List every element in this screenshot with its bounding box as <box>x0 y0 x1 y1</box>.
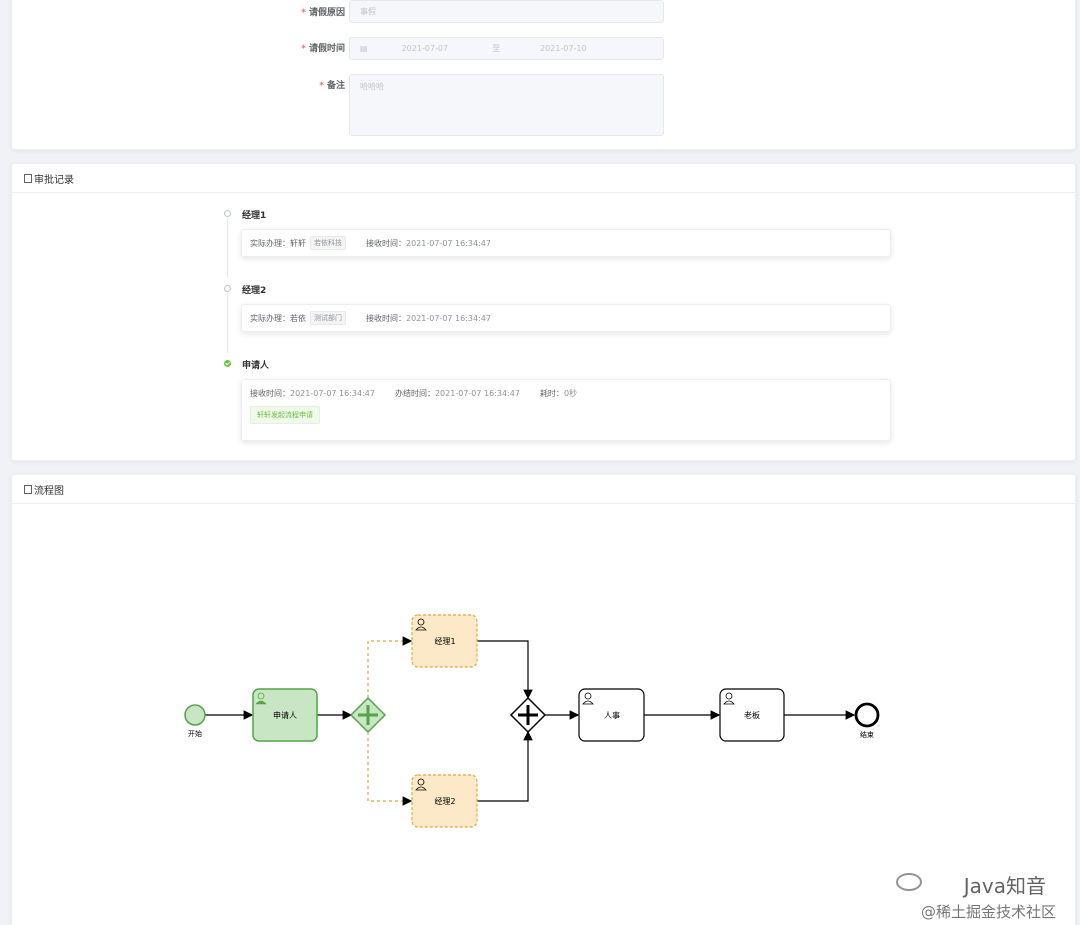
handler-name: 若依 <box>290 313 306 323</box>
recv-time: 2021-07-07 16:34:47 <box>406 313 491 323</box>
image-icon <box>24 484 32 494</box>
handler-label: 实际办理： <box>250 313 290 323</box>
user-icon <box>723 692 735 705</box>
date-end: 2021-07-10 <box>540 44 587 53</box>
document-icon <box>24 173 32 183</box>
done-label: 办结时间： <box>394 388 435 398</box>
end-event[interactable] <box>854 702 880 728</box>
start-event[interactable] <box>184 704 206 726</box>
timeline-title: 经理1 <box>242 211 267 221</box>
cost-label: 耗时： <box>539 388 564 398</box>
calendar-icon: ▤ <box>360 44 368 53</box>
timeline-title: 申请人 <box>242 361 270 371</box>
timeline-card: 实际办理： 若依 测试部门 接收时间： 2021-07-07 16:34:47 <box>241 304 891 332</box>
recv-time: 2021-07-07 16:34:47 <box>406 238 491 248</box>
dept-tag: 若依科技 <box>310 236 346 250</box>
timeline-title: 经理2 <box>242 286 267 296</box>
flow-manager2-join <box>477 730 533 802</box>
reason-label: *请假原因 <box>301 8 345 18</box>
timeline-card: 接收时间： 2021-07-07 16:34:47 办结时间： 2021-07-… <box>241 379 891 441</box>
timeline-line <box>227 293 228 353</box>
watermark-title: Java知音 <box>963 874 1046 898</box>
flow-gateway-manager1 <box>367 636 413 698</box>
recv-label: 接收时间： <box>366 313 406 323</box>
remark-textarea[interactable]: 哈哈哈 <box>349 74 664 136</box>
manager2-task[interactable] <box>411 774 478 828</box>
timeline-card: 实际办理： 轩轩 若依科技 接收时间： 2021-07-07 16:34:47 <box>241 229 891 257</box>
reason-input[interactable]: 事假 <box>349 0 664 23</box>
time-label: *请假时间 <box>301 44 345 54</box>
remark-label: *备注 <box>319 81 345 91</box>
reason-row: *请假原因 <box>12 5 353 21</box>
flow-header: 流程图 <box>12 475 1075 504</box>
recv-label: 接收时间： <box>366 238 406 248</box>
start-label: 开始 <box>188 729 202 738</box>
recv-label: 接收时间： <box>250 388 290 398</box>
records-title: 审批记录 <box>34 174 74 186</box>
handler-name: 轩轩 <box>290 238 306 248</box>
approval-records-card: 审批记录 经理1 实际办理： 轩轩 若依科技 接收时间： 2021-07-07 … <box>11 163 1076 461</box>
manager1-task[interactable] <box>411 614 478 668</box>
date-range-input[interactable]: ▤ 2021-07-07 至 2021-07-10 <box>349 37 664 60</box>
boss-label: 老板 <box>744 710 760 720</box>
check-icon <box>224 360 231 367</box>
cost-value: 0秒 <box>563 388 578 398</box>
timeline-dot <box>224 285 231 292</box>
remark-row: *备注 <box>12 78 353 94</box>
manager2-label: 经理2 <box>434 796 455 806</box>
boss-task[interactable] <box>719 688 785 742</box>
dept-tag: 测试部门 <box>310 311 346 325</box>
wechat-icon <box>896 873 922 891</box>
hr-label: 人事 <box>604 710 620 720</box>
date-start: 2021-07-07 <box>401 44 449 53</box>
applicant-task[interactable] <box>252 688 318 742</box>
user-icon <box>582 692 594 705</box>
applicant-label: 申请人 <box>273 710 297 720</box>
user-icon <box>255 692 267 705</box>
user-icon <box>415 778 427 791</box>
flow-chart-card: 流程图 开始 申请人 <box>11 474 1076 925</box>
time-row: *请假时间 <box>12 41 353 57</box>
user-icon <box>415 618 427 631</box>
comment-tag: 轩轩发起流程申请 <box>250 406 320 424</box>
date-separator: 至 <box>492 44 501 53</box>
timeline-line <box>227 218 228 278</box>
done-time: 2021-07-07 16:34:47 <box>434 388 520 398</box>
end-label: 结束 <box>860 730 874 739</box>
flow-manager1-join <box>477 640 533 700</box>
hr-task[interactable] <box>578 688 645 742</box>
manager1-label: 经理1 <box>434 636 455 646</box>
bpmn-diagram: 开始 申请人 经理1 经理2 <box>184 614 880 828</box>
flow-title: 流程图 <box>34 485 64 497</box>
flow-gateway-manager2 <box>367 732 413 806</box>
watermark-source: @稀土掘金技术社区 <box>920 903 1056 921</box>
timeline-dot <box>224 210 231 217</box>
leave-form-card: *请假原因 事假 *请假时间 ▤ 2021-07-07 至 2021-07-10… <box>11 0 1076 150</box>
handler-label: 实际办理： <box>250 238 290 248</box>
records-header: 审批记录 <box>12 164 1075 193</box>
recv-time: 2021-07-07 16:34:47 <box>290 388 375 398</box>
